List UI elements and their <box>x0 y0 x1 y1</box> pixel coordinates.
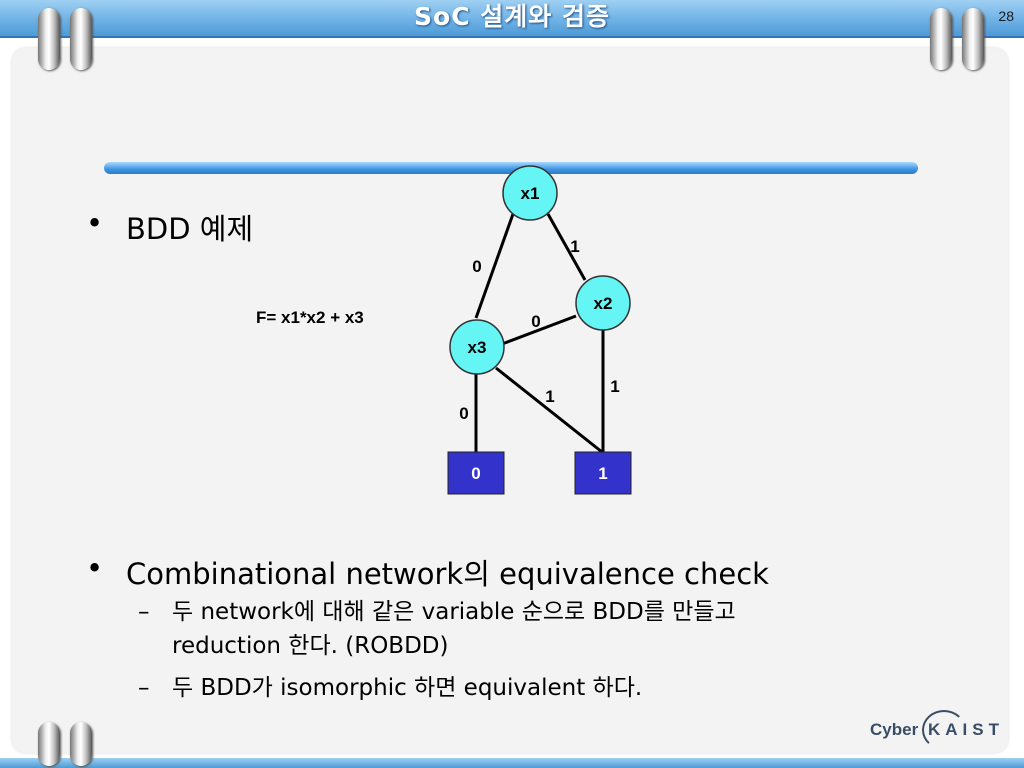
header-bar <box>0 0 1024 38</box>
formula-label: F= x1*x2 + x3 <box>256 308 364 327</box>
sub-bullet-text: 두 network에 대해 같은 variable 순으로 BDD를 만들고 <box>172 599 736 625</box>
slide-title: SoC 설계와 검증 <box>414 2 610 31</box>
bullet-text: BDD 예제 <box>126 212 254 246</box>
binder-ring-icon <box>962 8 984 70</box>
bullet-dot: • <box>86 206 104 240</box>
sub-bullet-text-continued: reduction 한다. (ROBDD) <box>172 633 449 659</box>
bullet-bdd-example: • BDD 예제 <box>86 206 254 248</box>
binder-ring-icon <box>38 8 60 70</box>
sub-bullet-dash: – <box>138 675 150 701</box>
sub-bullet-text: 두 BDD가 isomorphic 하면 equivalent 하다. <box>172 675 643 701</box>
binder-ring-icon <box>930 8 952 70</box>
sub-bullet-dash: – <box>138 599 150 625</box>
binder-ring-icon <box>70 8 92 70</box>
footer-bar <box>0 758 1024 768</box>
cyber-kaist-logo: Cyber KAIST <box>870 708 1010 750</box>
logo-swoosh-icon <box>922 710 966 750</box>
sub-bullet-2: – 두 BDD가 isomorphic 하면 equivalent 하다. <box>138 671 643 705</box>
logo-kaist-text: KAIST <box>928 720 1004 739</box>
bullet-text: Combinational network의 equivalence check <box>126 557 769 591</box>
page-number: 28 <box>998 8 1014 24</box>
sub-bullet-1: – 두 network에 대해 같은 variable 순으로 BDD를 만들고… <box>138 595 736 663</box>
bullet-dot: • <box>86 551 104 585</box>
divider-bar <box>104 162 918 174</box>
binder-ring-icon <box>38 722 60 766</box>
binder-ring-icon <box>70 722 92 766</box>
bullet-combinational: • Combinational network의 equivalence che… <box>86 551 769 593</box>
logo-cyber-text: Cyber <box>870 720 919 739</box>
